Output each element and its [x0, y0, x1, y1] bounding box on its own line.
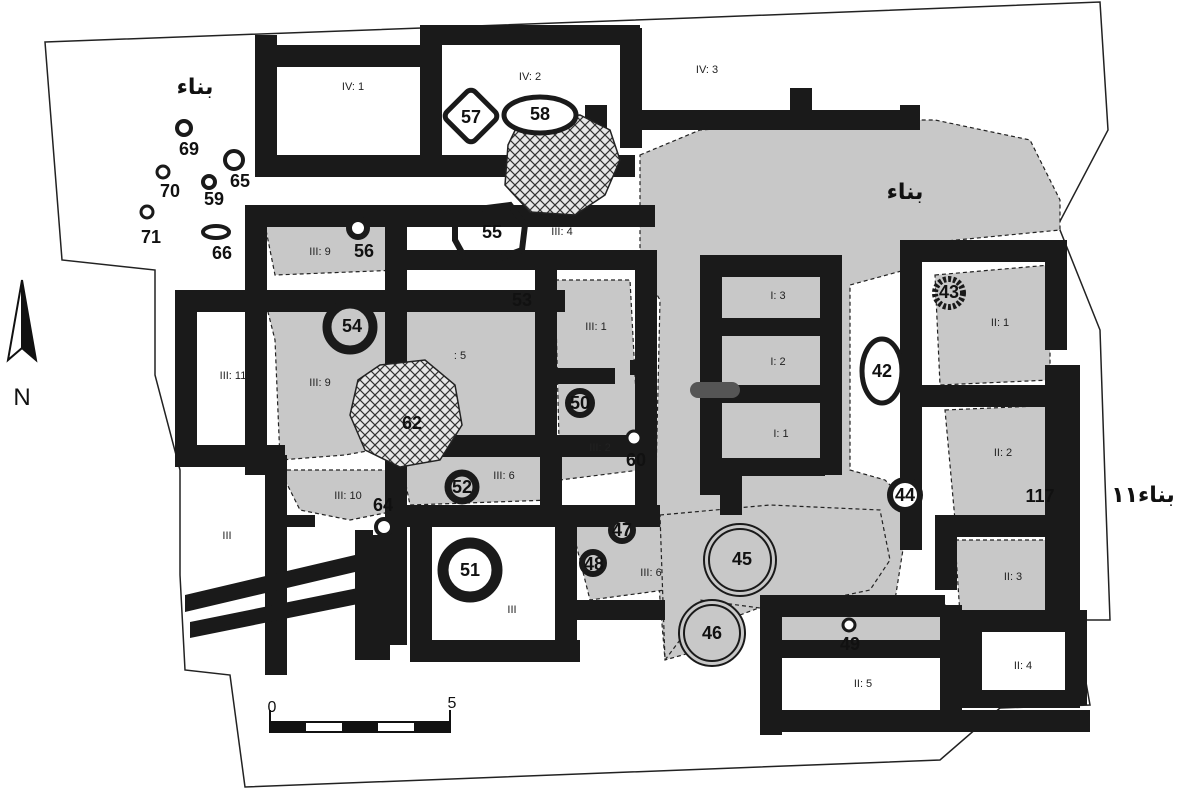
room-label-ii3: II: 3 — [1004, 571, 1022, 583]
feature-label-71: 71 — [141, 227, 161, 247]
room-label-iv3: IV: 3 — [696, 64, 718, 76]
room-label-iii6a: III: 6 — [493, 470, 514, 482]
feature-label-45: 45 — [732, 549, 752, 569]
feature-label-43: 43 — [939, 282, 959, 302]
features — [139, 87, 966, 667]
feature-label-60: 60 — [626, 450, 646, 470]
room-label-ii2: II: 2 — [994, 447, 1012, 459]
building-11-label: بناء١١ — [1111, 483, 1175, 508]
room-label-r5: : 5 — [454, 350, 466, 362]
building-label-north: بناء — [887, 180, 924, 205]
feature-labels: 57 58 55 56 69 70 65 59 71 66 54 53 62 5… — [141, 104, 1055, 654]
room-label-iii6b: III: 6 — [640, 567, 661, 579]
building-label-northwest: بناء — [177, 75, 214, 100]
room-label-iii9a: III: 9 — [309, 246, 330, 258]
feature-label-42: 42 — [872, 361, 892, 381]
feature-label-49: 49 — [840, 634, 860, 654]
hatched-pit-58 — [504, 114, 621, 216]
feature-label-54: 54 — [342, 316, 362, 336]
north-label: N — [13, 384, 30, 411]
room-label-ii1: II: 1 — [991, 317, 1009, 329]
room-label-iii-center: III — [507, 604, 516, 616]
north-arrow-icon — [6, 279, 38, 363]
scale-end-label: 5 — [448, 695, 457, 712]
feature-label-51: 51 — [460, 560, 480, 580]
room-label-iii10: III: 10 — [334, 490, 362, 502]
feature-label-62: 62 — [402, 413, 422, 433]
scale-start-label: 0 — [268, 699, 277, 716]
room-label-iii11: III: 11 — [220, 370, 247, 382]
feature-label-55: 55 — [482, 222, 502, 242]
feature-label-52: 52 — [452, 477, 472, 497]
room-label-iv1: IV: 1 — [342, 81, 364, 93]
feature-label-59: 59 — [204, 189, 224, 209]
room-label-iii1: III: 1 — [585, 321, 606, 333]
feature-label-47: 47 — [612, 520, 632, 540]
walls — [175, 25, 1090, 735]
scale-bar — [269, 710, 451, 733]
room-label-i2: I: 2 — [770, 356, 785, 368]
feature-label-66: 66 — [212, 243, 232, 263]
room-label-iii2: III: 2 — [589, 442, 610, 454]
room-label-ii4: II: 4 — [1014, 660, 1032, 672]
feature-label-57: 57 — [461, 107, 481, 127]
feature-label-48: 48 — [584, 554, 604, 574]
feature-label-117: 117 — [1025, 486, 1054, 506]
room-label-iv2: IV: 2 — [519, 71, 541, 83]
hatched-pit-62 — [349, 359, 463, 468]
feature-label-44: 44 — [895, 485, 915, 505]
feature-label-46: 46 — [702, 623, 722, 643]
feature-label-56: 56 — [354, 241, 374, 261]
room-label-iii4: III: 4 — [551, 226, 572, 238]
feature-label-69: 69 — [179, 139, 199, 159]
feature-label-70: 70 — [160, 181, 180, 201]
room-label-iii-west: III — [222, 530, 231, 542]
feature-label-50: 50 — [570, 393, 590, 413]
feature-label-58: 58 — [530, 104, 550, 124]
feature-label-53: 53 — [512, 290, 532, 310]
room-label-iii9b: III: 9 — [309, 377, 330, 389]
room-labels: IV: 1 IV: 2 IV: 3 III: 4 III: 9 III: 9 I… — [220, 64, 1033, 690]
room-label-ii5: II: 5 — [854, 678, 872, 690]
room-label-i1: I: 1 — [773, 428, 788, 440]
feature-label-64: 64 — [373, 495, 393, 515]
room-label-i3: I: 3 — [770, 290, 785, 302]
feature-label-65: 65 — [230, 171, 250, 191]
